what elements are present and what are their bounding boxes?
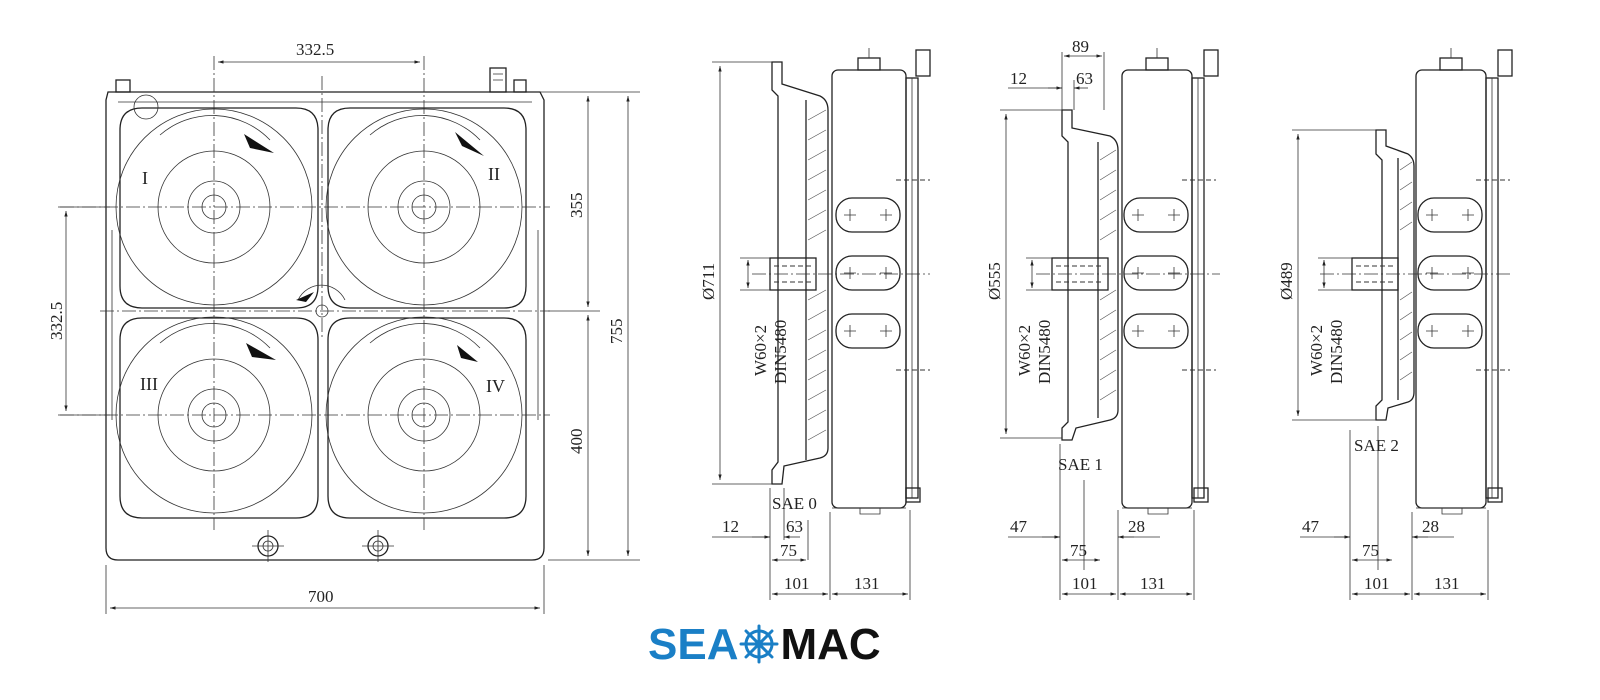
side-view-sae1: 89 12 63 Ø555 W60×2 DIN5480 SAE 1 47 28 … xyxy=(985,37,1220,600)
sae1-label: SAE 1 xyxy=(1058,455,1103,474)
sae1-dim-131: 131 xyxy=(1140,574,1166,593)
sae2-gearbox xyxy=(1415,69,1487,509)
sae0-dim-d: 101 xyxy=(784,574,810,593)
pump-flanges xyxy=(119,107,527,519)
sae1-hatching xyxy=(1099,149,1117,401)
sae0-gearbox xyxy=(831,69,907,509)
sae2-dim-28: 28 xyxy=(1422,517,1439,536)
logo-sea-text: SEA xyxy=(648,620,739,669)
sae1-dim-101: 101 xyxy=(1072,574,1098,593)
front-view: I II III IV 332.5 332.5 355 400 755 700 xyxy=(47,40,640,614)
sae2-bellhousing xyxy=(1375,129,1415,421)
sae1-dim-47: 47 xyxy=(1010,517,1028,536)
sae1-shaft-spec: W60×2 xyxy=(1015,325,1034,376)
sae0-dim-a: 12 xyxy=(722,517,739,536)
ship-wheel-icon xyxy=(739,624,779,664)
sae1-gearbox xyxy=(1121,69,1193,509)
sae2-hatching xyxy=(1399,161,1413,381)
dim-overall-width: 700 xyxy=(308,587,334,606)
pump-label-1: I xyxy=(142,168,148,188)
dim-left-height: 332.5 xyxy=(47,302,66,340)
rotation-arrows xyxy=(244,132,484,362)
front-housing-outline xyxy=(105,91,545,561)
sae2-dim-47: 47 xyxy=(1302,517,1320,536)
sae1-dim-28: 28 xyxy=(1128,517,1145,536)
sae0-label: SAE 0 xyxy=(772,494,817,513)
sae1-top-89: 89 xyxy=(1072,37,1089,56)
pump-label-3: III xyxy=(140,374,158,394)
dim-upper: 355 xyxy=(567,193,586,219)
sae0-bellhousing xyxy=(771,61,829,485)
sae0-dim-b: 63 xyxy=(786,517,803,536)
pump-label-4: IV xyxy=(486,376,505,396)
sae1-top-63: 63 xyxy=(1076,69,1093,88)
front-port-circle xyxy=(133,94,159,120)
pump-label-2: II xyxy=(488,164,500,184)
side-view-sae2: Ø489 W60×2 DIN5480 SAE 2 47 28 75 101 13… xyxy=(1277,48,1513,600)
sae2-diameter: Ø489 xyxy=(1277,262,1296,300)
sae1-dim-75: 75 xyxy=(1070,541,1087,560)
front-dimensions: 332.5 332.5 355 400 755 700 xyxy=(47,40,640,614)
sae2-dim-75: 75 xyxy=(1362,541,1379,560)
sae1-top-12: 12 xyxy=(1010,69,1027,88)
front-bolts-bottom xyxy=(252,530,394,562)
sae0-dim-c: 75 xyxy=(780,541,797,560)
sae2-standard: DIN5480 xyxy=(1327,320,1346,384)
sae0-dim-e: 131 xyxy=(854,574,880,593)
dim-lower: 400 xyxy=(567,429,586,455)
sae1-bellhousing xyxy=(1061,109,1119,441)
dim-top-width: 332.5 xyxy=(296,40,334,59)
sae2-shaft-spec: W60×2 xyxy=(1307,325,1326,376)
sae2-dim-101: 101 xyxy=(1364,574,1390,593)
sae1-mount-pads xyxy=(1123,197,1189,349)
sae1-standard: DIN5480 xyxy=(1035,320,1054,384)
front-breather xyxy=(115,67,527,93)
seamac-logo: SEA MAC xyxy=(648,622,923,668)
side-view-sae0: Ø711 W60×2 DIN5480 SAE 0 12 63 75 101 13… xyxy=(699,48,931,600)
sae2-dim-131: 131 xyxy=(1434,574,1460,593)
sae0-standard: DIN5480 xyxy=(771,320,790,384)
sae1-diameter: Ø555 xyxy=(985,262,1004,300)
sae2-label: SAE 2 xyxy=(1354,436,1399,455)
front-centerlines xyxy=(60,56,550,530)
sae0-hatching xyxy=(807,109,827,441)
logo-mac-text: MAC xyxy=(780,620,881,669)
sae0-diameter: Ø711 xyxy=(699,263,718,300)
dim-overall-height: 755 xyxy=(607,319,626,345)
sae2-mount-pads xyxy=(1417,197,1483,349)
sae0-mount-pads xyxy=(835,197,901,349)
sae0-shaft-spec: W60×2 xyxy=(751,325,770,376)
